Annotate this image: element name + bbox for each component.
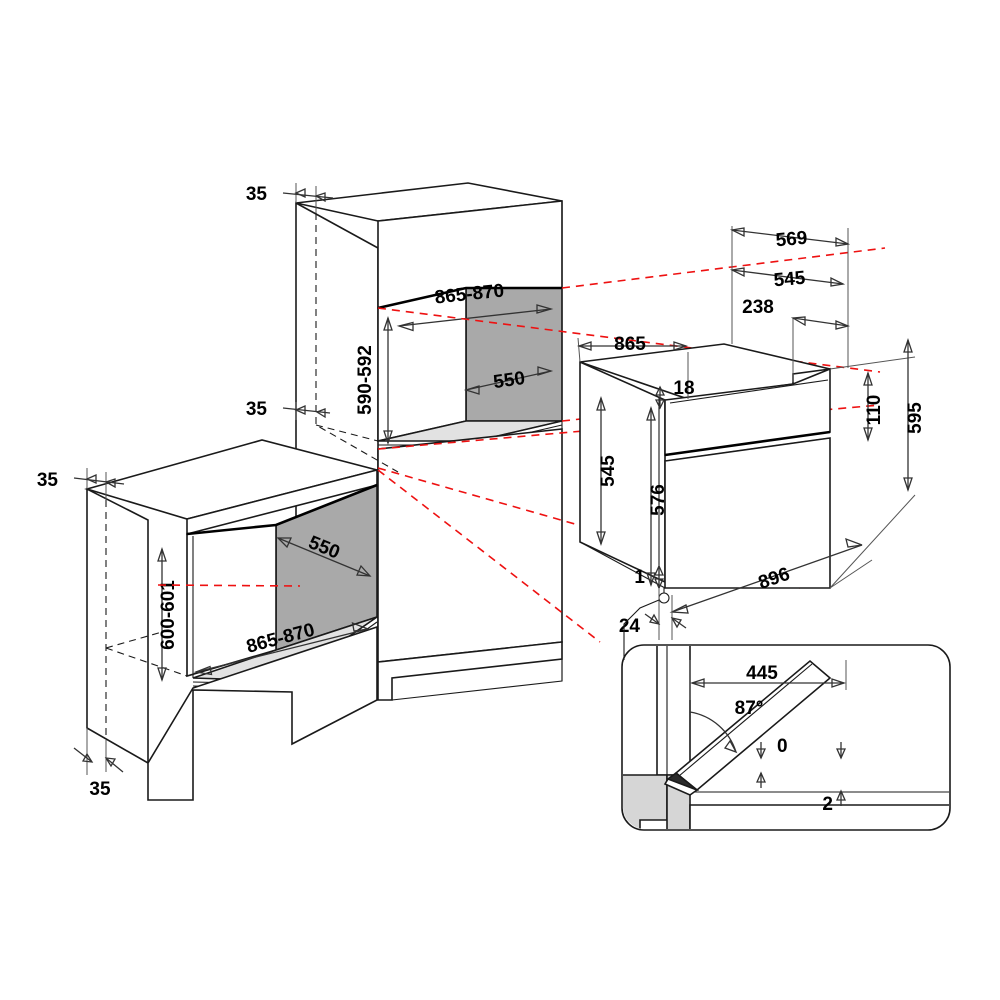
dim-label-appliance-110: 110	[864, 395, 885, 426]
dim-appliance-865: 865	[576, 334, 689, 399]
dim-lower-plinth-inset: 35	[73, 728, 124, 800]
dim-detail-445: 445	[689, 660, 847, 700]
guide-lower-left	[157, 584, 301, 587]
dim-upper-bottom-inset: 35	[246, 399, 331, 420]
detail-cabinet-side	[656, 646, 691, 776]
appliance-door-seam	[664, 430, 831, 457]
detail-angle-arrow	[723, 739, 738, 754]
dim-label-appliance-576: 576	[648, 484, 669, 516]
dim-detail-0: 0	[755, 736, 847, 760]
appliance-control-panel	[664, 367, 831, 456]
upper-cabinet-view: 35 865-870 550 590-5	[246, 182, 563, 701]
dim-lower-top-inset: 35	[37, 468, 125, 500]
guide-top-right	[561, 247, 886, 289]
lower-cabinet-plinth-seam	[192, 689, 293, 693]
dim-label-appliance-18: 18	[673, 378, 694, 399]
upper-cabinet-lower-front	[377, 428, 563, 663]
detail-angle-arc	[689, 711, 737, 753]
lower-niche-top-edge	[186, 483, 378, 536]
dim-label-appliance-865: 865	[614, 334, 646, 355]
dim-label-upper-niche-depth: 550	[492, 368, 526, 393]
upper-niche-left-wall	[377, 286, 467, 443]
dim-lower-niche-height: 600-601	[157, 546, 179, 683]
dim-appliance-1: 1	[634, 564, 665, 590]
lower-cabinet-hidden-floor-edge2	[105, 629, 170, 649]
dim-label-lower-niche-height: 600-601	[158, 580, 179, 650]
lower-cabinet-hidden-floor-edge	[105, 647, 188, 677]
lower-cabinet-left-side	[86, 487, 149, 765]
dim-appliance-896: 896	[669, 537, 873, 614]
dim-label-lower-top-inset: 35	[37, 470, 59, 491]
dim-label-detail-445: 445	[746, 663, 778, 684]
dim-appliance-238: 238	[742, 297, 851, 382]
guide-niche-mid-stub	[561, 417, 591, 422]
appliance-control-top-line	[669, 379, 829, 404]
dim-upper-niche-height: 590-592	[355, 307, 393, 446]
dim-upper-niche-depth: 550	[463, 366, 554, 395]
dim-appliance-545-height: 545	[596, 395, 619, 547]
dim-label-lower-plinth-inset: 35	[89, 779, 111, 800]
dim-label-upper-niche-height: 590-592	[355, 345, 376, 415]
dim-label-appliance-569: 569	[775, 228, 808, 252]
upper-cabinet-hidden-floor	[315, 424, 379, 442]
dim-upper-top-inset: 35	[246, 183, 334, 213]
dim-appliance-110: 110	[863, 370, 885, 443]
dim-label-detail-2: 2	[822, 794, 833, 815]
dim-appliance-18: 18	[654, 378, 695, 410]
dim-appliance-24: 24	[619, 588, 687, 640]
door-detail-view: 445 87° 0 2	[621, 599, 951, 831]
dim-appliance-595: 595	[829, 337, 926, 589]
dim-label-upper-top-inset: 35	[246, 184, 268, 205]
dim-label-appliance-545-depth: 545	[773, 268, 807, 292]
dim-detail-2: 2	[755, 771, 847, 815]
dim-label-detail-0: 0	[777, 736, 788, 757]
dim-label-appliance-238: 238	[742, 297, 774, 318]
dim-label-detail-87deg: 87°	[735, 698, 764, 719]
dim-label-appliance-1: 1	[634, 567, 645, 588]
appliance-view: 569 545 238	[576, 226, 926, 640]
dim-label-appliance-595: 595	[905, 402, 926, 434]
dim-appliance-576: 576	[646, 405, 669, 588]
appliance-foot-marker	[658, 592, 670, 604]
dim-appliance-545-depth: 545	[729, 267, 846, 292]
guide-detail-link	[377, 469, 601, 643]
dim-label-appliance-545-height: 545	[598, 455, 619, 487]
dim-appliance-569: 569	[729, 226, 851, 368]
detail-door-tip	[663, 778, 699, 796]
detail-floor-body	[689, 804, 949, 829]
dim-label-upper-bottom-inset: 35	[246, 399, 268, 420]
dim-label-appliance-24: 24	[619, 616, 641, 637]
upper-niche-top-edge	[377, 286, 562, 310]
lower-cabinet-view: 35 550 600-601 865-870	[37, 439, 381, 801]
detail-leader-line	[623, 599, 660, 660]
